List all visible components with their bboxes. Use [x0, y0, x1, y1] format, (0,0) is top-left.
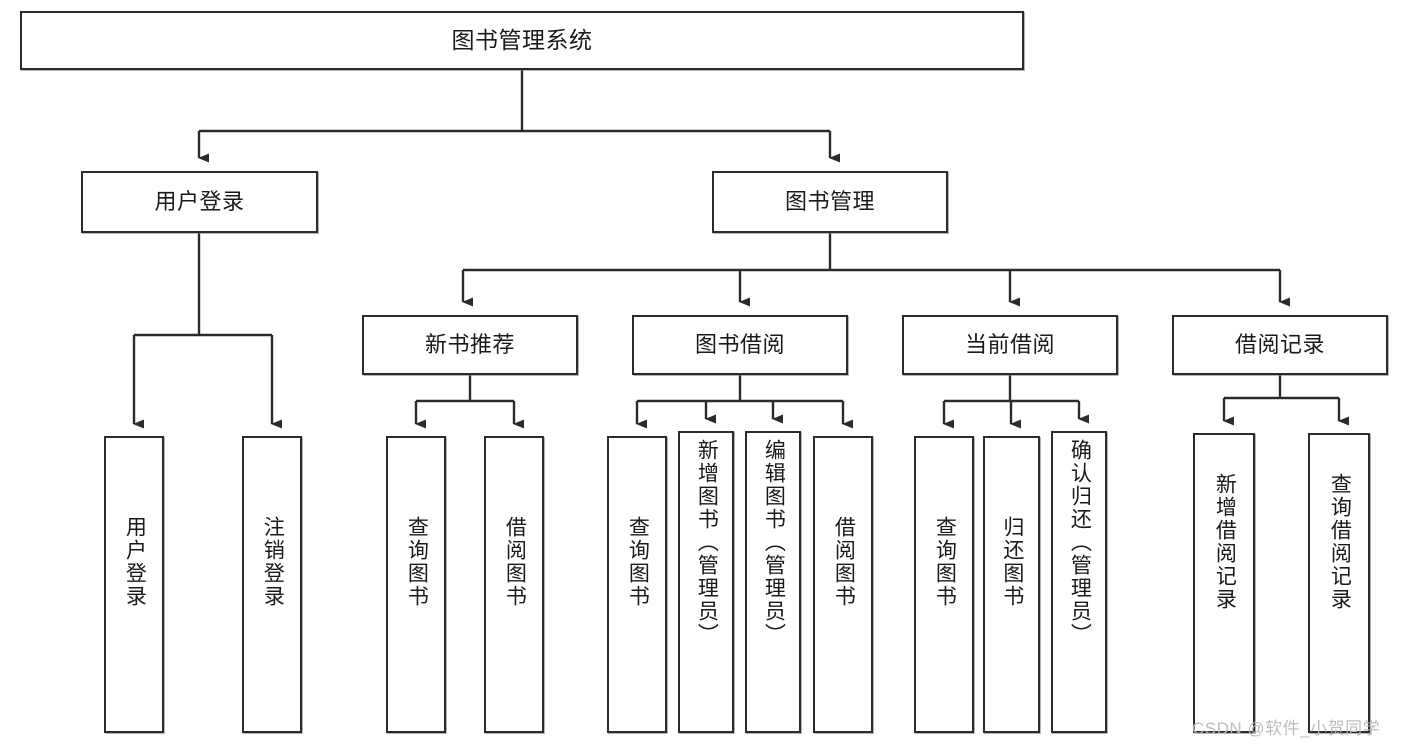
leaf-edit-book-admin[interactable]: 编辑图书（管理员） — [745, 431, 801, 733]
node-user-login[interactable]: 用户登录 — [81, 171, 318, 233]
node-label: 新增图书（管理员） — [695, 439, 719, 646]
leaf-logout-login[interactable]: 注销登录 — [242, 436, 302, 733]
node-label: 注销登录 — [261, 516, 285, 608]
csdn-watermark: CSDN @软件_小贺同学 — [1192, 719, 1381, 738]
node-label: 查询图书 — [626, 516, 650, 608]
node-label: 图书管理系统 — [451, 27, 593, 54]
leaf-add-book-admin[interactable]: 新增图书（管理员） — [678, 431, 734, 733]
leaf-query-book-new-rec[interactable]: 查询图书 — [386, 436, 446, 733]
node-label: 图书管理 — [784, 189, 875, 215]
node-label: 查询图书 — [933, 516, 957, 608]
leaf-return-book[interactable]: 归还图书 — [983, 436, 1040, 733]
leaf-query-book-current[interactable]: 查询图书 — [914, 436, 974, 733]
node-label: 新增借阅记录 — [1213, 473, 1237, 611]
node-new-book-recommend[interactable]: 新书推荐 — [362, 315, 578, 375]
node-book-borrow[interactable]: 图书借阅 — [632, 315, 848, 375]
node-current-borrow[interactable]: 当前借阅 — [902, 315, 1118, 375]
node-label: 确认归还（管理员） — [1068, 439, 1092, 646]
node-label: 查询图书 — [405, 516, 429, 608]
node-label: 当前借阅 — [964, 332, 1055, 358]
node-label: 借阅图书 — [832, 516, 856, 608]
node-label: 用户登录 — [123, 516, 147, 608]
node-label: 查询借阅记录 — [1328, 473, 1352, 611]
node-label: 归还图书 — [1000, 516, 1024, 608]
leaf-borrow-book-borrow[interactable]: 借阅图书 — [813, 436, 873, 733]
leaf-query-book-borrow[interactable]: 查询图书 — [607, 436, 667, 733]
leaf-query-borrow-record[interactable]: 查询借阅记录 — [1308, 433, 1370, 733]
node-label: 用户登录 — [154, 189, 245, 215]
node-label: 新书推荐 — [424, 332, 515, 358]
node-label: 编辑图书（管理员） — [762, 439, 786, 646]
leaf-add-borrow-record[interactable]: 新增借阅记录 — [1193, 433, 1255, 733]
node-label: 借阅图书 — [503, 516, 527, 608]
leaf-confirm-return-admin[interactable]: 确认归还（管理员） — [1051, 431, 1107, 733]
node-label: 图书借阅 — [694, 332, 785, 358]
node-borrow-record[interactable]: 借阅记录 — [1172, 315, 1388, 375]
node-root-book-management-system[interactable]: 图书管理系统 — [20, 11, 1024, 70]
leaf-borrow-book-new-rec[interactable]: 借阅图书 — [484, 436, 544, 733]
leaf-user-login[interactable]: 用户登录 — [104, 436, 164, 733]
node-book-manage[interactable]: 图书管理 — [712, 171, 948, 233]
node-label: 借阅记录 — [1234, 332, 1325, 358]
